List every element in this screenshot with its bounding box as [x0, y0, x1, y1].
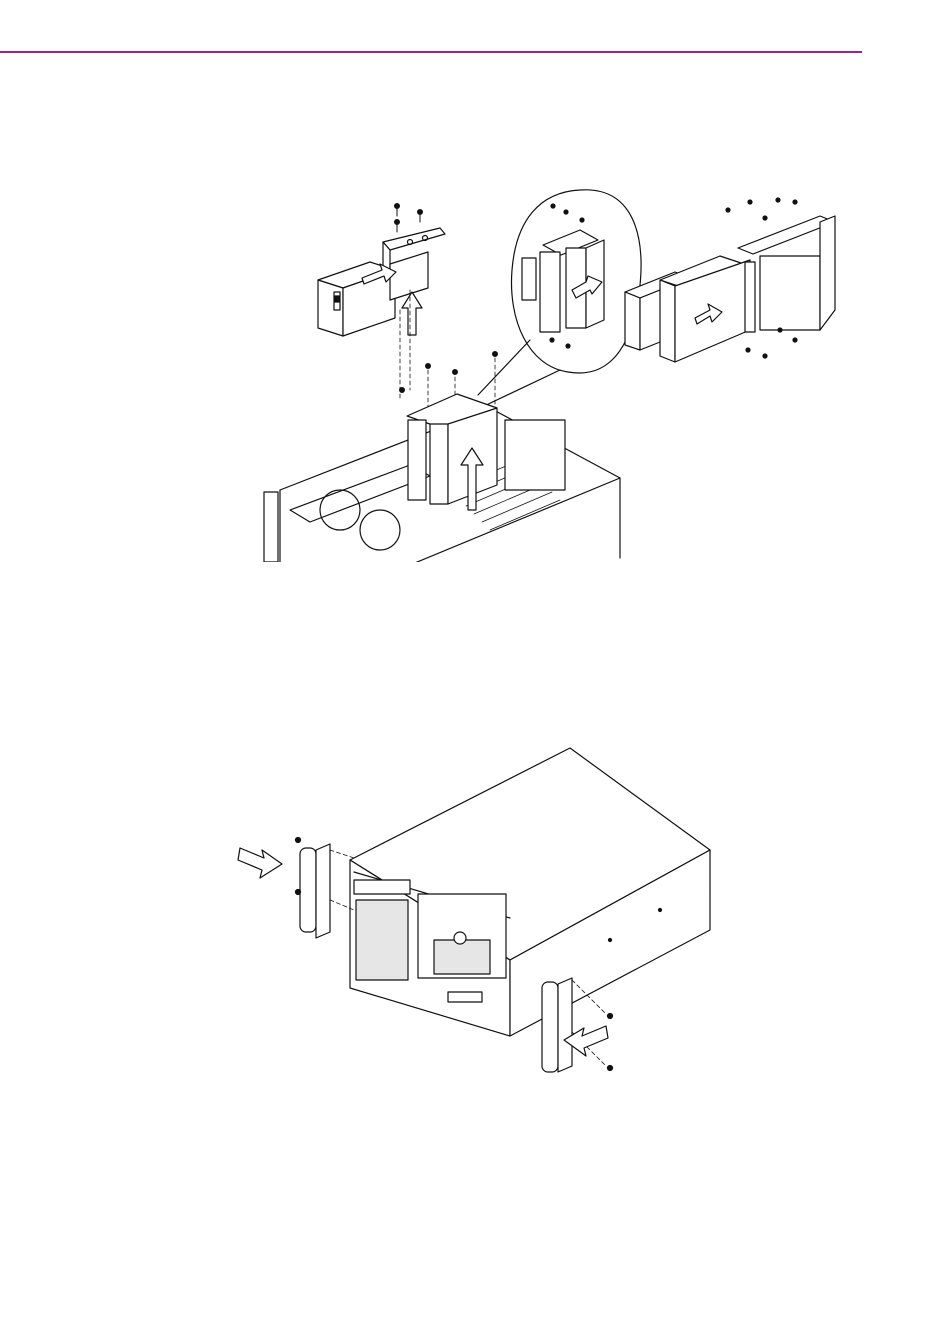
rack-handle-drawing: [230, 740, 730, 1075]
header-rule: [0, 51, 862, 53]
drive-bay-figure: [250, 180, 850, 562]
left-handle-bracket: [296, 838, 331, 939]
drive-bay-drawing: [250, 180, 850, 562]
chassis-closed: [350, 748, 710, 1036]
chassis-open: [264, 394, 620, 562]
small-drive-bracket: [383, 228, 445, 300]
optical-drive-assembly: [625, 198, 835, 362]
magnify-callout: [478, 190, 641, 408]
screw-icon: [395, 204, 423, 233]
screw-icon: [400, 352, 498, 393]
rack-handle-figure: [230, 740, 730, 1075]
